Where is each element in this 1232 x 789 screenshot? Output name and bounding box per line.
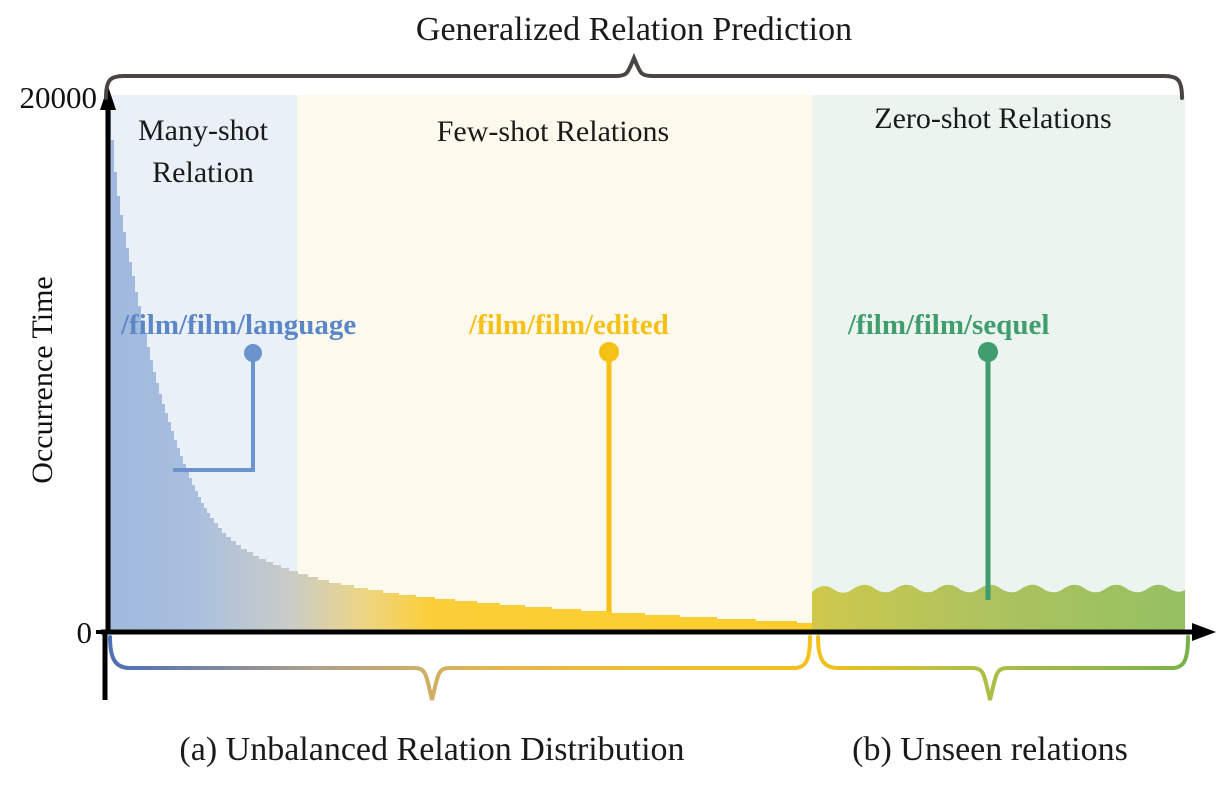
top-brace (104, 52, 1184, 100)
region-label-few-shot: Few-shot Relations (437, 115, 670, 148)
annotation-blue-leader (173, 353, 255, 472)
annotation-green-label: /film/film/sequel (847, 309, 1049, 341)
annotation-yellow-dot (599, 342, 619, 362)
y-axis-title: Occurrence Time (26, 276, 59, 483)
region-label-many-shot-line2: Relation (152, 156, 254, 189)
bottom-brace-a (108, 635, 812, 701)
region-label-many-shot-line1: Many-shot (138, 114, 269, 147)
y-tick-bottom-label: 0 (77, 615, 93, 650)
long-tail-distribution (108, 100, 812, 630)
band-few-shot (297, 95, 812, 630)
annotation-green-dot (978, 342, 998, 362)
caption-a: (a) Unbalanced Relation Distribution (179, 731, 684, 768)
annotation-blue-label: /film/film/language (120, 309, 356, 341)
top-title: Generalized Relation Prediction (416, 11, 852, 48)
band-zero-shot (812, 95, 1185, 630)
zero-shot-distribution (812, 584, 1185, 630)
region-label-zero-shot: Zero-shot Relations (874, 102, 1111, 135)
annotation-blue-dot (244, 344, 262, 362)
y-tick-top-label: 20000 (20, 80, 98, 115)
caption-b: (b) Unseen relations (852, 731, 1128, 768)
bottom-brace-b (816, 635, 1190, 701)
x-axis-arrow (1192, 623, 1216, 641)
annotation-yellow-label: /film/film/edited (468, 309, 669, 341)
